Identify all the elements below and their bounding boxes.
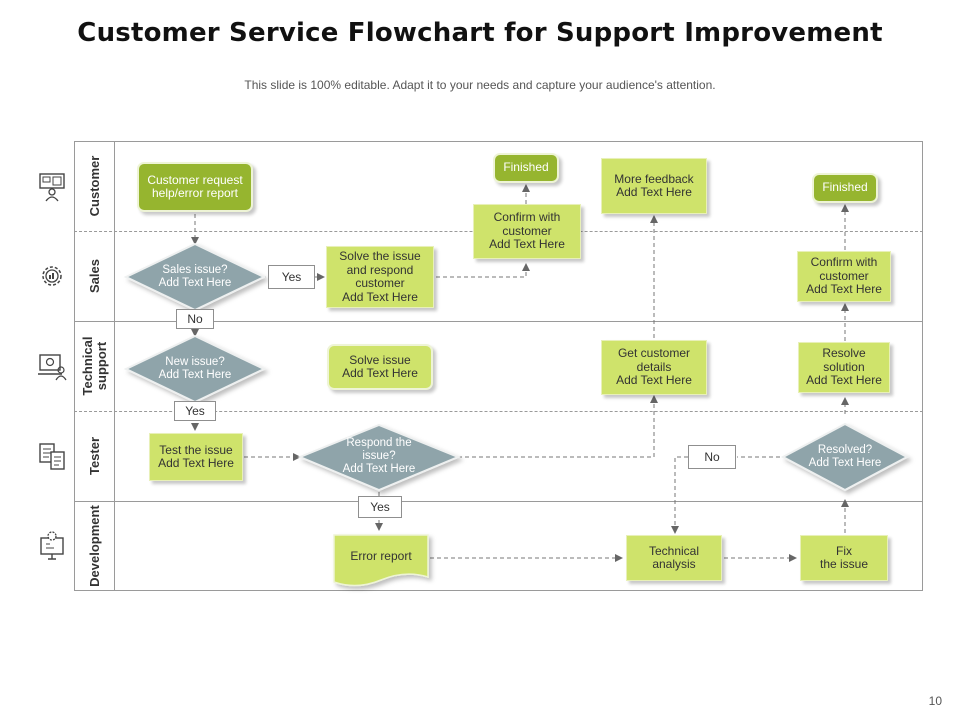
node-finished-1: Finished xyxy=(493,153,559,183)
node-confirm-customer-2: Confirm with customer Add Text Here xyxy=(797,251,891,302)
swimlane-frame xyxy=(74,141,923,591)
label-no-sales: No xyxy=(176,309,214,329)
node-technical-analysis: Technical analysis xyxy=(626,535,722,581)
decision-diamond-respond xyxy=(297,423,461,492)
page-subtitle: This slide is 100% editable. Adapt it to… xyxy=(244,78,716,92)
node-customer-request: Customer request help/error report xyxy=(137,162,253,212)
technical-support-icon xyxy=(38,354,67,381)
lane-divider xyxy=(74,501,923,502)
decision-new-issue-text: New issue? Add Text Here xyxy=(158,356,232,381)
label-yes-sales: Yes xyxy=(268,265,315,289)
customer-presentation-icon xyxy=(39,173,65,202)
error-report-document-shape xyxy=(333,534,429,587)
node-get-customer-details: Get customer details Add Text Here xyxy=(601,340,707,395)
label-yes-new-issue: Yes xyxy=(174,401,216,421)
node-more-feedback: More feedback Add Text Here xyxy=(601,158,707,214)
lane-divider xyxy=(74,411,923,412)
development-gear-icon xyxy=(40,531,64,560)
tester-documents-icon xyxy=(39,443,65,470)
decision-diamond-resolved xyxy=(780,422,910,492)
node-error-report: Error report xyxy=(350,549,412,564)
node-solve-issue: Solve issue Add Text Here xyxy=(327,344,433,390)
node-solve-respond: Solve the issue and respond customer Add… xyxy=(326,246,434,308)
node-finished-2: Finished xyxy=(812,173,878,203)
page-title: Customer Service Flowchart for Support I… xyxy=(77,18,883,48)
lane-label-column xyxy=(74,141,115,591)
node-resolve-solution: Resolve solution Add Text Here xyxy=(798,342,890,393)
label-no-resolved: No xyxy=(688,445,736,469)
decision-resolved-text: Resolved? Add Text Here xyxy=(808,444,882,469)
page-number: 10 xyxy=(928,694,942,708)
node-fix-issue: Fix the issue xyxy=(800,535,888,581)
sales-gear-icon xyxy=(42,266,62,286)
label-yes-respond: Yes xyxy=(358,496,402,518)
lane-divider xyxy=(74,321,923,322)
decision-respond-issue-text: Respond the issue? Add Text Here xyxy=(342,436,416,475)
node-confirm-customer-1: Confirm with customer Add Text Here xyxy=(473,204,581,259)
node-test-issue: Test the issue Add Text Here xyxy=(149,433,243,481)
decision-sales-issue-text: Sales issue? Add Text Here xyxy=(158,264,232,289)
